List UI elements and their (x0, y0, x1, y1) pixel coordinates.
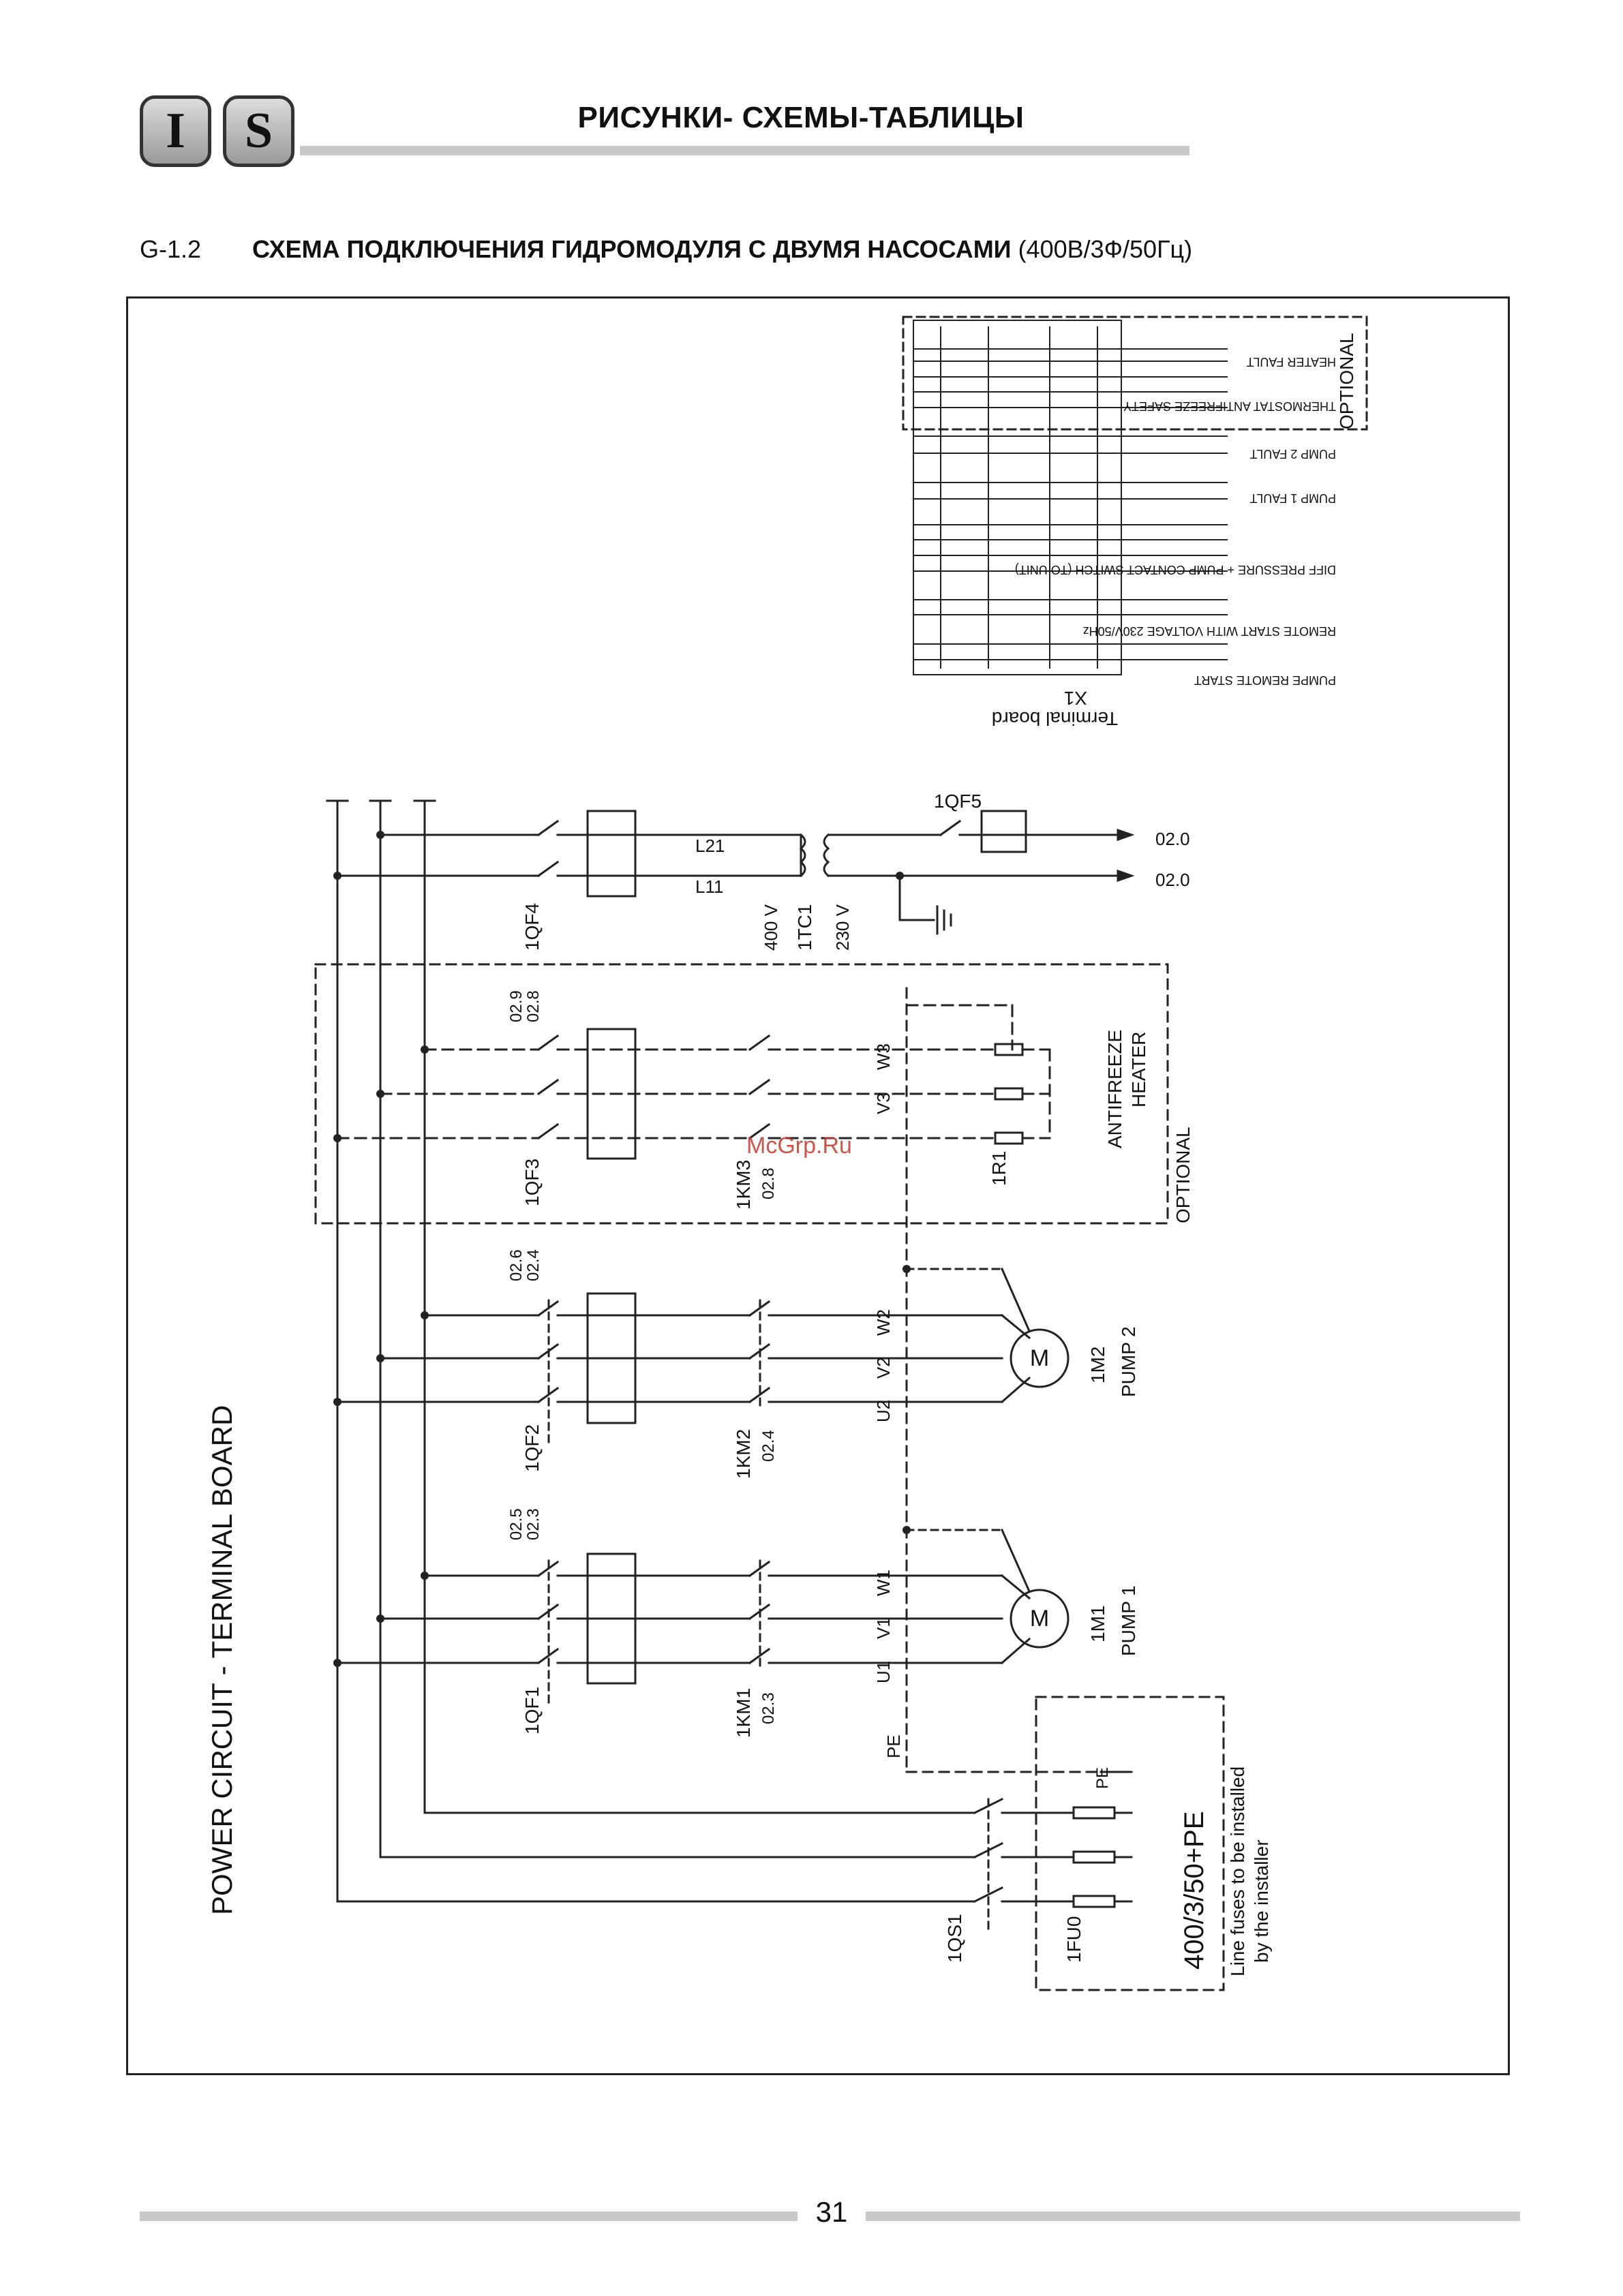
main-switch-label: 1QS1 (944, 1914, 965, 1963)
tb-group-remote-start: PUMPE REMOTE START (1194, 673, 1336, 687)
heater-phase-w: W3 (873, 1043, 894, 1070)
pump2-motor-name: PUMP 2 (1118, 1326, 1139, 1397)
header-rule (300, 146, 1189, 155)
control-breaker-label: 1QF4 (521, 903, 543, 951)
footer-rule-left (140, 2211, 798, 2221)
logo-letter-i: I (140, 95, 211, 167)
pump2-contactor-ref: 02.4 (759, 1430, 778, 1462)
tb-group-heater-fault: HEATER FAULT (1247, 355, 1336, 369)
section-title: СХЕМА ПОДКЛЮЧЕНИЯ ГИДРОМОДУЛЯ С ДВУМЯ НА… (252, 235, 1012, 263)
section-heading: G-1.2 СХЕМА ПОДКЛЮЧЕНИЯ ГИДРОМОДУЛЯ С ДВУ… (140, 235, 1192, 264)
tb-group-remote-start-voltage: REMOTE START WITH VOLTAGE 230V/50Hz (1083, 624, 1336, 638)
heater-contactor-label: 1KM3 (733, 1160, 754, 1210)
fuses-label: 1FU0 (1063, 1916, 1084, 1963)
logo-letter-s: S (223, 95, 294, 167)
supply-label: 400/3/50+PE (1179, 1811, 1209, 1970)
pump2-circuit (336, 1268, 1070, 1445)
page-title: РИСУНКИ- СХЕМЫ-ТАБЛИЦЫ (577, 101, 1025, 134)
supply-note-line1: Line fuses to be installed (1227, 1766, 1248, 1976)
diagram-main-title: POWER CIRCUIT - TERMINAL BOARD (206, 1405, 238, 1915)
section-title-spec: (400В/3Ф/50Гц) (1011, 235, 1193, 263)
transformer-secondary: 230 V (832, 904, 853, 951)
motor2-symbol: M (1030, 1345, 1049, 1371)
supply-pe-label: PE (1093, 1767, 1112, 1789)
pump2-phase-u: U2 (873, 1400, 894, 1422)
control-line-l21: L21 (695, 836, 725, 856)
terminal-optional-label: OPTIONAL (1336, 333, 1357, 429)
page-number: 31 (815, 2196, 848, 2228)
supply-note-line2: by the installer (1251, 1839, 1272, 1963)
pump2-phase-w: W2 (873, 1309, 894, 1336)
heater-circuit (336, 1004, 1051, 1139)
heater-optional-box (314, 963, 1169, 1225)
motor1-symbol: M (1030, 1606, 1049, 1632)
pump2-aux-ref-2: 02.6 (507, 1249, 526, 1281)
section-number: G-1.2 (140, 235, 202, 263)
pump1-aux-ref-2: 02.5 (507, 1508, 526, 1540)
transformer-primary: 400 V (761, 904, 781, 951)
pump1-motor-name: PUMP 1 (1118, 1585, 1139, 1656)
pump2-breaker-label: 1QF2 (521, 1424, 543, 1472)
pump1-breaker-label: 1QF1 (521, 1687, 543, 1734)
tb-group-pump1-fault: PUMP 1 FAULT (1250, 491, 1336, 505)
logo: I S (140, 95, 303, 167)
diagram-frame (126, 296, 1510, 2075)
pump2-aux-ref-1: 02.4 (524, 1249, 543, 1281)
pump1-phase-u: U1 (873, 1661, 894, 1683)
heater-aux-ref-1: 02.8 (524, 990, 543, 1022)
watermark: McGrp.Ru (746, 1133, 852, 1159)
control-out-ref-1: 02.0 (1155, 829, 1190, 849)
footer-rule-right (866, 2211, 1520, 2221)
control-fuse-label: 1QF5 (934, 791, 982, 812)
heater-resistor-label: 1R1 (988, 1151, 1010, 1186)
pump1-aux-ref-1: 02.3 (524, 1508, 543, 1540)
tb-group-diff-pressure: DIFF PRESSURE + PUMP CONTACT SWITCH (TO … (1015, 563, 1336, 577)
pump1-phase-v: V1 (873, 1617, 894, 1639)
heater-elements (536, 1028, 1024, 1160)
control-line-l11: L11 (695, 876, 723, 897)
heater-breaker-label: 1QF3 (521, 1159, 543, 1206)
pump1-circuit (336, 1529, 1070, 1705)
pump2-phase-v: V2 (873, 1357, 894, 1379)
terminal-board (902, 316, 1368, 675)
pump2-contactor-label: 1KM2 (733, 1429, 754, 1479)
pump1-contactor-ref: 02.3 (759, 1692, 778, 1724)
tb-group-pump2-fault: PUMP 2 FAULT (1250, 447, 1336, 461)
pump1-phase-w: W1 (873, 1570, 894, 1596)
pump1-motor-id: 1M1 (1087, 1606, 1108, 1642)
tb-group-thermostat: THERMOSTAT ANTIFREEZE SAFETY (1123, 399, 1336, 413)
heater-name-line2: HEATER (1128, 1032, 1149, 1108)
heater-aux-ref-2: 02.9 (507, 990, 526, 1022)
pe-wire-label: PE (883, 1734, 904, 1758)
heater-phase-v: V3 (873, 1092, 894, 1114)
transformer-label: 1TC1 (794, 904, 815, 951)
heater-name-line1: ANTIFREEZE (1104, 1030, 1125, 1148)
pump1-contactor-label: 1KM1 (733, 1688, 754, 1738)
control-circuit (336, 810, 1119, 935)
heater-optional-label: OPTIONAL (1172, 1127, 1194, 1223)
pump2-motor-id: 1M2 (1087, 1347, 1108, 1383)
terminal-board-id: X1 (1064, 688, 1087, 709)
terminal-board-title: Terminal board (992, 708, 1118, 729)
control-out-ref-2: 02.0 (1155, 870, 1190, 890)
heater-contactor-ref: 02.8 (759, 1167, 778, 1199)
